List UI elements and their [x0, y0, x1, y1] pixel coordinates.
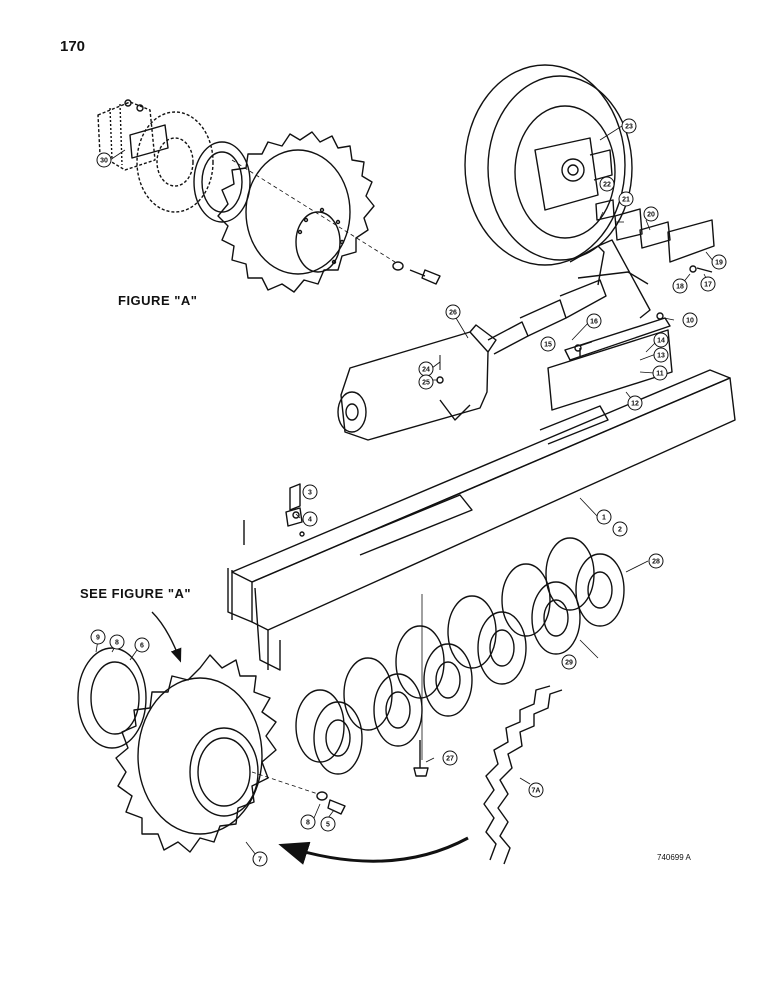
svg-text:28: 28	[652, 559, 660, 566]
callout-20: 20	[643, 206, 659, 222]
svg-text:6: 6	[140, 643, 144, 650]
callout-28: 28	[648, 553, 664, 569]
leader-lines	[95, 125, 715, 856]
track-frame	[227, 369, 736, 671]
svg-text:14: 14	[657, 338, 665, 345]
callout-15: 15	[540, 336, 556, 352]
callout-17: 17	[700, 276, 716, 292]
callout-3: 3	[302, 484, 318, 500]
recoil-guide	[547, 312, 673, 411]
svg-text:24: 24	[422, 367, 430, 374]
callout-16: 16	[586, 313, 602, 329]
svg-text:27: 27	[446, 756, 454, 763]
figure-a-sprocket	[217, 131, 375, 293]
idler-bracket-parts	[595, 199, 715, 273]
figure-a-label: FIGURE "A"	[118, 293, 198, 308]
svg-text:7A: 7A	[532, 788, 541, 795]
track-rollers	[295, 537, 625, 777]
callout-9: 9	[90, 629, 106, 645]
svg-text:30: 30	[100, 158, 108, 165]
assembly-arrow	[278, 836, 469, 865]
callout-18: 18	[672, 278, 688, 294]
callout-23: 23	[621, 118, 637, 134]
svg-text:25: 25	[422, 380, 430, 387]
callout-1: 1	[596, 509, 612, 525]
callout-8-upper: 8	[109, 634, 125, 650]
callout-10: 10	[682, 312, 698, 328]
see-figure-a-label: SEE FIGURE "A"	[80, 586, 192, 601]
svg-text:29: 29	[565, 660, 573, 667]
drawing-code: 740699 A	[657, 853, 691, 862]
callout-13: 13	[653, 347, 669, 363]
svg-text:11: 11	[656, 371, 664, 378]
idler-wheel	[464, 64, 633, 266]
lower-bolt	[251, 771, 346, 815]
callout-7: 7	[252, 851, 268, 867]
callout-12: 12	[627, 395, 643, 411]
svg-text:26: 26	[449, 310, 457, 317]
see-figure-arrow	[151, 611, 182, 663]
callout-19: 19	[711, 254, 727, 270]
svg-text:8: 8	[306, 820, 310, 827]
figure-a-bolt	[231, 159, 441, 285]
svg-text:22: 22	[603, 182, 611, 189]
page-number: 170	[60, 38, 86, 55]
callout-2: 2	[612, 521, 628, 537]
callout-6: 6	[134, 637, 150, 653]
callout-21: 21	[618, 191, 634, 207]
svg-text:5: 5	[326, 822, 330, 829]
callout-25: 25	[418, 374, 434, 390]
callout-14: 14	[653, 332, 669, 348]
track-chain-segment	[483, 685, 563, 865]
callout-7a: 7A	[528, 782, 544, 798]
svg-text:17: 17	[704, 282, 712, 289]
svg-text:18: 18	[676, 284, 684, 291]
svg-text:1: 1	[602, 515, 606, 522]
callout-8-lower: 8	[300, 814, 316, 830]
callout-26: 26	[445, 304, 461, 320]
svg-text:3: 3	[308, 490, 312, 497]
svg-text:7: 7	[258, 857, 262, 864]
svg-text:16: 16	[590, 319, 598, 326]
callout-29: 29	[561, 654, 577, 670]
svg-text:20: 20	[647, 212, 655, 219]
svg-text:8: 8	[115, 640, 119, 647]
svg-text:13: 13	[657, 353, 665, 360]
callout-30: 30	[96, 152, 112, 168]
callout-22: 22	[599, 176, 615, 192]
callout-27: 27	[442, 750, 458, 766]
callout-5: 5	[320, 816, 336, 832]
svg-text:21: 21	[622, 197, 630, 204]
svg-text:23: 23	[625, 124, 633, 131]
svg-text:10: 10	[686, 318, 694, 325]
svg-text:4: 4	[308, 517, 312, 524]
svg-text:15: 15	[544, 342, 552, 349]
svg-text:19: 19	[715, 260, 723, 267]
callout-4: 4	[302, 511, 318, 527]
svg-text:12: 12	[631, 401, 639, 408]
callout-24: 24	[418, 361, 434, 377]
lower-sprocket-adapter	[77, 647, 147, 749]
svg-text:2: 2	[618, 527, 622, 534]
svg-text:9: 9	[96, 635, 100, 642]
figure-a-adapter-ring	[193, 141, 251, 223]
lower-sprocket	[115, 654, 277, 853]
callout-11: 11	[652, 365, 668, 381]
recoil-spring-assembly	[337, 239, 651, 441]
